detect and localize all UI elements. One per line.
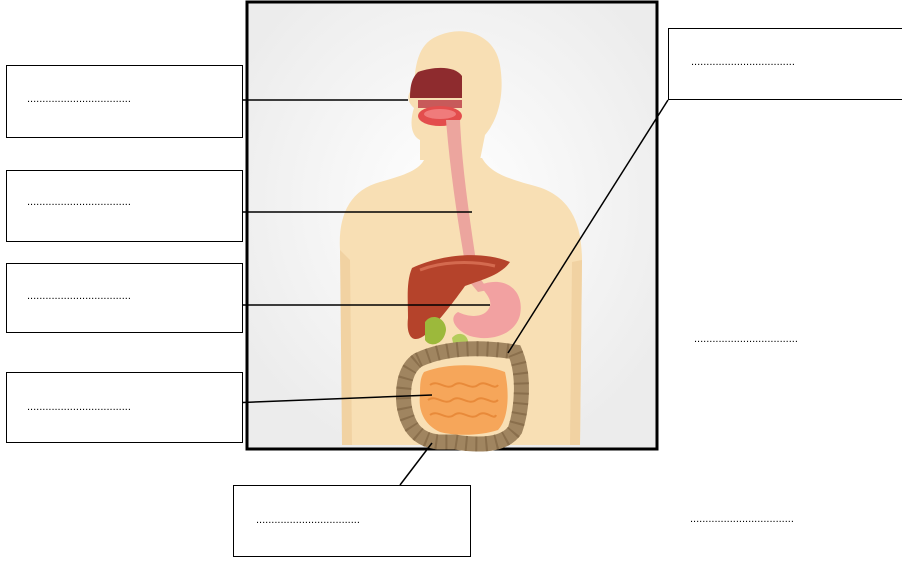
blank-line-small-intestine: .................................. (27, 401, 131, 413)
blank-line-large-intestine: .................................. (691, 56, 795, 68)
label-box-large-intestine[interactable]: .................................. (668, 28, 902, 100)
label-box-small-intestine[interactable]: .................................. (6, 372, 243, 443)
blank-line-right-1[interactable]: .................................. (694, 333, 798, 345)
label-box-anus[interactable]: .................................. (233, 485, 471, 557)
small-intestine-organ (420, 365, 508, 435)
blank-line-right-2[interactable]: .................................. (690, 513, 794, 525)
blank-line-esophagus: .................................. (27, 196, 131, 208)
blank-line-mouth: .................................. (27, 93, 131, 105)
blank-line-stomach: .................................. (27, 290, 131, 302)
blank-line-anus: .................................. (256, 514, 360, 526)
label-box-mouth[interactable]: .................................. (6, 65, 243, 138)
label-box-stomach[interactable]: .................................. (6, 263, 243, 333)
label-box-esophagus[interactable]: .................................. (6, 170, 243, 242)
